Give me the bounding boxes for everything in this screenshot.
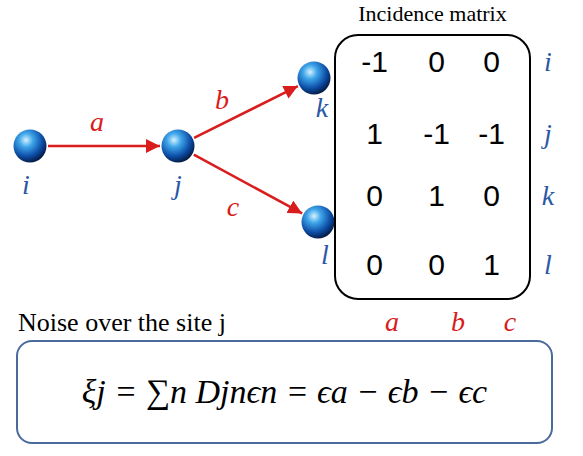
- sphere-shape: [301, 205, 335, 239]
- sphere-fill: [302, 206, 335, 239]
- site-label: l: [321, 241, 329, 269]
- edge-label: b: [215, 86, 229, 114]
- formula-heading: Noise over the site j: [18, 310, 226, 336]
- column-label: c: [504, 308, 516, 336]
- formula-box: Noise over the site jξj = ∑n Djnϵn = ϵa …: [16, 340, 553, 444]
- site-label: j: [174, 171, 182, 199]
- site-sphere: l: [301, 205, 335, 239]
- row-label: j: [544, 120, 552, 148]
- row-label: l: [544, 251, 552, 279]
- row-label: i: [544, 48, 552, 76]
- matrix-cell: -1: [361, 47, 388, 77]
- matrix-cell: 0: [428, 47, 445, 77]
- sphere-shape: [13, 129, 47, 163]
- arrow-connector: [48, 145, 160, 148]
- formula: ξj = ∑n Djnϵn = ϵa − ϵb − ϵc: [82, 375, 487, 409]
- site-sphere: k: [297, 61, 331, 95]
- matrix-cell: 0: [483, 47, 500, 77]
- incidence-matrix: Incidence matrix-1001-1-1010001: [334, 34, 531, 300]
- site-sphere: j: [161, 129, 195, 163]
- sphere-fill: [14, 130, 47, 163]
- matrix-cell: 1: [366, 119, 383, 149]
- matrix-cell: 0: [428, 250, 445, 280]
- matrix-cell: 0: [366, 181, 383, 211]
- site-label: i: [22, 171, 30, 199]
- matrix-cell: -1: [478, 119, 505, 149]
- matrix-cell: 1: [428, 181, 445, 211]
- matrix-title: Incidence matrix: [358, 3, 506, 25]
- site-label: k: [316, 94, 328, 122]
- arrow-connector: [194, 155, 302, 214]
- matrix-cell: -1: [423, 119, 450, 149]
- sphere-fill: [298, 62, 331, 95]
- sphere-shape: [297, 61, 331, 95]
- edge-label: c: [227, 193, 239, 221]
- column-label: b: [451, 308, 465, 336]
- matrix-cell: 1: [483, 250, 500, 280]
- edge-label: a: [90, 108, 104, 136]
- column-label: a: [385, 308, 399, 336]
- sphere-fill: [162, 130, 195, 163]
- sphere-shape: [161, 129, 195, 163]
- site-sphere: i: [13, 129, 47, 163]
- row-label: k: [542, 182, 554, 210]
- matrix-cell: 0: [366, 250, 383, 280]
- matrix-cell: 0: [483, 181, 500, 211]
- arrow-connector: [194, 86, 298, 138]
